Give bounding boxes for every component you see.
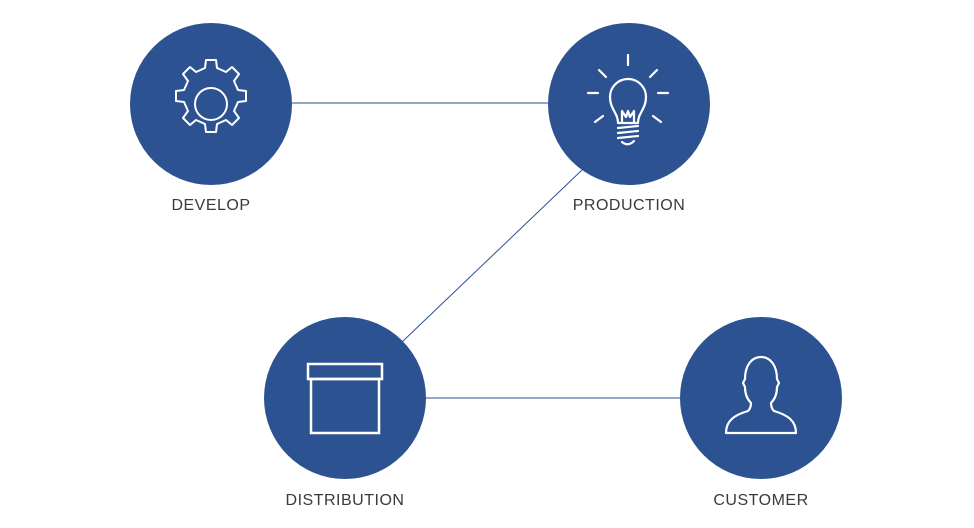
connector-production-distribution bbox=[401, 169, 583, 343]
lightbulb-icon bbox=[586, 53, 670, 146]
node-circle-develop bbox=[130, 23, 292, 185]
node-circle-production bbox=[548, 23, 710, 185]
node-label-production: PRODUCTION bbox=[572, 197, 686, 214]
node-circle-distribution bbox=[264, 317, 426, 479]
node-label-distribution: DISTRIBUTION bbox=[285, 492, 405, 509]
node-circle-customer bbox=[680, 317, 842, 479]
node-label-develop: DEVELOP bbox=[171, 197, 251, 214]
box-icon bbox=[306, 362, 384, 435]
person-icon bbox=[724, 355, 798, 435]
gear-icon bbox=[175, 59, 247, 133]
node-label-customer: CUSTOMER bbox=[713, 492, 809, 509]
